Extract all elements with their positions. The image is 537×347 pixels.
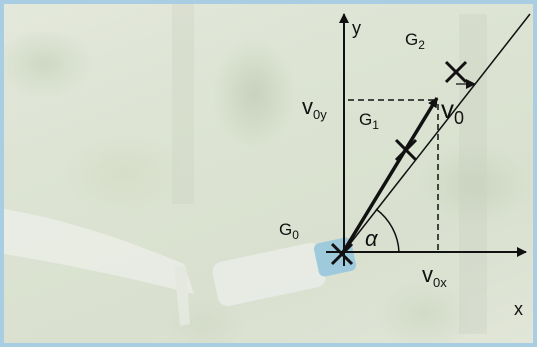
- v0x-label: v0x: [422, 262, 447, 290]
- projectile-diagram: y x G2 G1 G0 v0y v0 v0x α: [4, 4, 531, 334]
- v0y-label: v0y: [302, 94, 327, 122]
- marker-g2: [444, 60, 468, 84]
- g2-label: G2: [405, 30, 425, 52]
- background-photo: [4, 4, 487, 334]
- g0-label: G0: [279, 220, 299, 242]
- alpha-label: α: [365, 226, 379, 251]
- g1-label: G1: [359, 110, 379, 132]
- alpha-angle-arc: [375, 208, 400, 253]
- marker-g1: [394, 138, 418, 162]
- x-axis-label: x: [514, 299, 523, 319]
- trajectory-line: [341, 13, 531, 255]
- y-axis-label: y: [352, 18, 361, 38]
- marker-g0: [330, 242, 354, 266]
- velocity-vector-v0: [340, 97, 439, 255]
- v0-label: v0: [441, 94, 464, 128]
